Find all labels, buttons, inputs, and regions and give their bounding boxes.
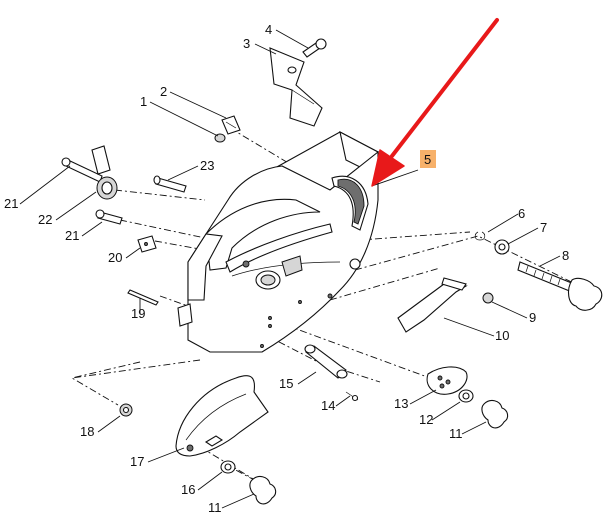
part-16-washer — [220, 460, 236, 474]
leader-lines — [19, 29, 561, 509]
main-guard-housing — [177, 130, 380, 353]
callout-17: 17 — [130, 454, 144, 469]
part-13-bracket — [426, 366, 468, 395]
part-9-nut — [482, 292, 494, 304]
part-2-clip — [221, 115, 241, 135]
callout-2: 2 — [160, 84, 167, 99]
callout-15: 15 — [279, 376, 293, 391]
part-22-knob — [91, 145, 118, 200]
part-12-lock-washer — [458, 389, 474, 403]
callout-6: 6 — [518, 206, 525, 221]
part-10-plate — [397, 277, 468, 333]
callout-labels: 1 2 3 4 5 6 7 8 9 10 11 11 12 13 14 15 1… — [4, 22, 569, 515]
part-11-wing-nut-right — [481, 399, 509, 429]
callout-22: 22 — [38, 212, 52, 227]
callout-12: 12 — [419, 412, 433, 427]
part-21-bolt-lower — [95, 209, 123, 225]
callout-18: 18 — [80, 424, 94, 439]
callout-9: 9 — [529, 310, 536, 325]
part-20-block — [137, 235, 157, 253]
part-17-blade-cover — [175, 375, 269, 457]
callout-19: 19 — [131, 306, 145, 321]
callout-4: 4 — [265, 22, 272, 37]
part-11-wing-nut-left — [249, 475, 277, 505]
part-3-bracket — [269, 47, 323, 127]
assembly-dash-lines — [70, 127, 601, 484]
callout-20: 20 — [108, 250, 122, 265]
callout-21-lower: 21 — [65, 228, 79, 243]
callout-3: 3 — [243, 36, 250, 51]
callout-23: 23 — [200, 158, 214, 173]
callout-21-top: 21 — [4, 196, 18, 211]
callout-16: 16 — [181, 482, 195, 497]
red-pointer-arrow — [371, 18, 499, 187]
part-15-sleeve — [304, 344, 348, 379]
part-8-threaded-knob — [517, 261, 603, 311]
part-18-nut — [119, 403, 133, 417]
callout-13: 13 — [394, 396, 408, 411]
callout-11-left: 11 — [208, 500, 222, 515]
part-7-washer — [494, 239, 510, 255]
callout-1: 1 — [140, 94, 147, 109]
callout-11-right: 11 — [449, 426, 463, 441]
callout-7: 7 — [540, 220, 547, 235]
callout-8: 8 — [562, 248, 569, 263]
part-14-screw — [345, 391, 359, 402]
callout-14: 14 — [321, 398, 335, 413]
callout-10: 10 — [495, 328, 509, 343]
callout-5-highlight — [420, 150, 436, 168]
callout-5: 5 — [424, 152, 431, 167]
part-4-screw — [302, 38, 327, 58]
part-23-screw — [153, 175, 187, 193]
part-6-clip — [474, 231, 486, 241]
part-19-pin — [127, 289, 159, 306]
